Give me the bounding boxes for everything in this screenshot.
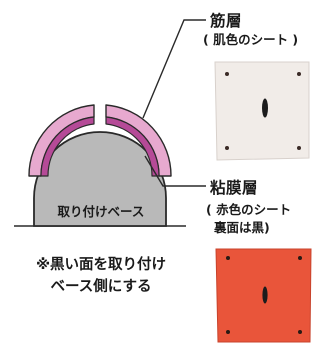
base-label: 取り付けベース xyxy=(57,204,145,219)
pin-icon xyxy=(297,72,301,76)
mucosa-sheet-pad xyxy=(215,248,312,343)
pin-icon xyxy=(298,256,302,260)
muscle-leader-line xyxy=(142,19,206,119)
pin-icon xyxy=(225,72,229,76)
pin-icon xyxy=(297,146,301,150)
note-line2: ベース側にする xyxy=(50,279,152,295)
pin-icon xyxy=(225,146,229,150)
incision-icon xyxy=(262,98,268,118)
mucosa-layer-description-line1: ( 赤色のシート xyxy=(206,202,292,217)
note-line1: ※黒い面を取り付け xyxy=(35,257,167,273)
muscle-layer-title: 筋層 xyxy=(210,12,243,30)
mucosa-leader-line xyxy=(144,155,206,187)
sheet-pad-icon xyxy=(214,61,310,161)
mucosa-layer-description-line2: 裏面は黒) xyxy=(214,220,270,235)
incision-icon xyxy=(262,286,268,304)
pin-icon xyxy=(226,330,230,334)
arc-layer-left-inner-icon xyxy=(40,116,95,177)
pin-icon xyxy=(226,256,230,260)
pin-icon xyxy=(298,330,302,334)
muscle-layer-description: ( 肌色のシート ) xyxy=(203,32,299,47)
muscle-sheet-pad xyxy=(214,61,310,161)
mucosa-layer-title: 粘膜層 xyxy=(210,179,259,197)
